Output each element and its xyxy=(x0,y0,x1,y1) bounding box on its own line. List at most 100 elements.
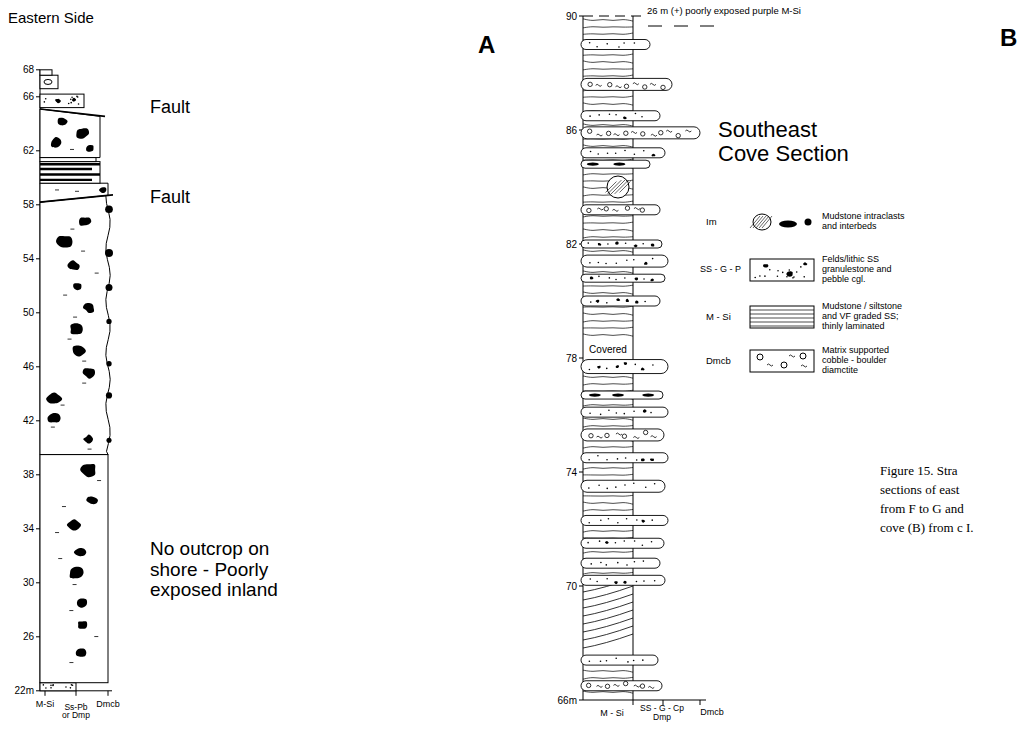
sandstone-lenses-part-part xyxy=(634,208,640,210)
sandstone-bed-part xyxy=(77,96,79,98)
sandstone-lenses-part-part xyxy=(685,130,691,132)
sandstone-lenses-part-part xyxy=(581,127,700,139)
sandstone-bed-part xyxy=(70,99,72,101)
panel-letter: A xyxy=(478,32,495,58)
sandstone-lenses-part-part xyxy=(581,148,665,158)
diamictite-unit-part xyxy=(95,273,99,274)
diamictite-unit-part xyxy=(80,464,95,477)
sandstone-lenses-part-part xyxy=(581,480,665,492)
column-b xyxy=(579,16,714,705)
sandstone-lenses-part-part xyxy=(589,393,601,396)
legend-swatch-part xyxy=(801,365,807,367)
sandstone-lenses-part-part xyxy=(625,457,627,459)
axis-number: 42 xyxy=(23,415,34,426)
diamictite-unit-part xyxy=(56,236,72,248)
sandstone-lenses-part-part xyxy=(581,40,650,50)
legend-swatch xyxy=(750,259,814,281)
diamictite-unit-part xyxy=(67,260,79,270)
laminations-part xyxy=(583,229,633,231)
legend-swatch-part xyxy=(779,221,797,228)
sandstone-lenses-part xyxy=(581,407,668,417)
diamictite-unit-part xyxy=(73,317,77,318)
sandstone-lenses-part-part xyxy=(633,482,635,484)
laminated-mudstone-part xyxy=(40,163,100,165)
depth-axis-part xyxy=(36,312,40,313)
diamictite-unit-part xyxy=(76,648,87,656)
sandstone-lenses-part-part xyxy=(589,660,591,662)
sandstone-lenses-part-part xyxy=(634,561,636,563)
sandstone-lenses-part-part xyxy=(600,519,602,521)
legend-text: Matrix supported cobble - boulder diamct… xyxy=(822,346,914,376)
sandstone-lenses-part-part xyxy=(617,458,619,460)
cross-bedding xyxy=(583,578,633,648)
sandstone-lenses-part-part xyxy=(590,563,592,565)
figure-caption: Figure 15. Stra sections of east from F … xyxy=(880,462,984,537)
diamictite-unit-part xyxy=(68,339,72,340)
legend-swatch-part xyxy=(789,355,795,357)
sandstone-lenses-part-part xyxy=(589,369,591,371)
sandstone-lenses-part-part xyxy=(615,542,617,544)
depth-axis-part xyxy=(579,472,583,473)
sandstone-lenses-part xyxy=(581,40,650,50)
sandstone-lenses-part-part xyxy=(624,484,626,486)
diamictite-unit xyxy=(40,109,100,158)
legend-swatch-part xyxy=(788,269,790,271)
sandstone-lenses-part-part xyxy=(587,542,589,544)
sandstone-lenses-part-part xyxy=(616,433,622,435)
diamictite-unit-part xyxy=(83,434,93,443)
sandstone-lenses-part-part xyxy=(623,117,627,120)
legend-swatch-part xyxy=(786,276,788,278)
laminations-part xyxy=(583,237,633,238)
sandstone-bed-part xyxy=(44,101,46,103)
sandstone-lenses-part-part xyxy=(581,407,668,417)
sandstone-lenses-part-part xyxy=(636,459,638,461)
sandstone-lenses-part-part xyxy=(581,558,660,568)
laminations-part xyxy=(583,691,633,693)
sandstone-lenses-part-part xyxy=(615,657,617,659)
depth-axis-part xyxy=(45,691,46,696)
sandstone-bed-part xyxy=(50,687,52,689)
diamictite-unit-part xyxy=(81,251,85,252)
sandstone-lenses-part-part xyxy=(589,262,591,264)
laminations-part xyxy=(583,285,633,286)
sandstone-lenses-part-part xyxy=(642,544,644,546)
depth-axis-part xyxy=(579,700,583,701)
sandstone-lenses-part-part xyxy=(624,362,627,365)
grain-size-label: Dmcb xyxy=(96,700,120,710)
legend-text: Mudstone / siltstone and VF graded SS; t… xyxy=(822,302,914,332)
sandstone-lenses-part-part xyxy=(587,163,599,166)
laminations-part xyxy=(583,222,633,223)
legend-swatch-part xyxy=(750,350,814,372)
sandstone-lenses-part-part xyxy=(636,581,638,583)
sandstone-lenses-part-part xyxy=(633,410,635,412)
legend-swatch-part xyxy=(763,264,768,267)
diamictite-unit-part xyxy=(69,610,73,611)
sandstone-lenses-part-part xyxy=(634,42,636,44)
pebble-bed-part xyxy=(40,75,58,89)
sandstone-lenses-part xyxy=(581,480,665,492)
laminations-part xyxy=(583,530,633,532)
sandstone-lenses-part-part xyxy=(616,86,622,88)
legend-swatch-part xyxy=(754,277,756,279)
axis-number: 22m xyxy=(15,685,34,696)
sandstone-lenses-part-part xyxy=(616,298,620,301)
laminations-part xyxy=(583,405,633,407)
legend-swatch-part xyxy=(750,259,814,281)
laminations-part xyxy=(583,103,633,105)
fault-slice-part xyxy=(55,189,59,190)
legend-swatch xyxy=(750,350,814,372)
depth-axis-part xyxy=(36,528,40,529)
legend-code: SS - G - P xyxy=(700,265,741,275)
laminations-part xyxy=(583,174,633,175)
axis-number: 66m xyxy=(558,695,577,706)
depth-axis-part xyxy=(633,700,634,705)
sandstone-lenses-part-part xyxy=(616,412,618,414)
legend-text: Felds/lithic SS granulestone and pebble … xyxy=(822,255,914,285)
sandstone-lenses-part-part xyxy=(613,684,619,686)
sandstone-lenses-part-part xyxy=(654,483,656,485)
sandstone-lenses xyxy=(581,40,700,691)
laminations-part xyxy=(583,54,633,55)
sandstone-bed-part xyxy=(65,686,67,688)
laminated-mudstone-part xyxy=(40,173,100,175)
legend-swatch-part xyxy=(796,271,798,273)
